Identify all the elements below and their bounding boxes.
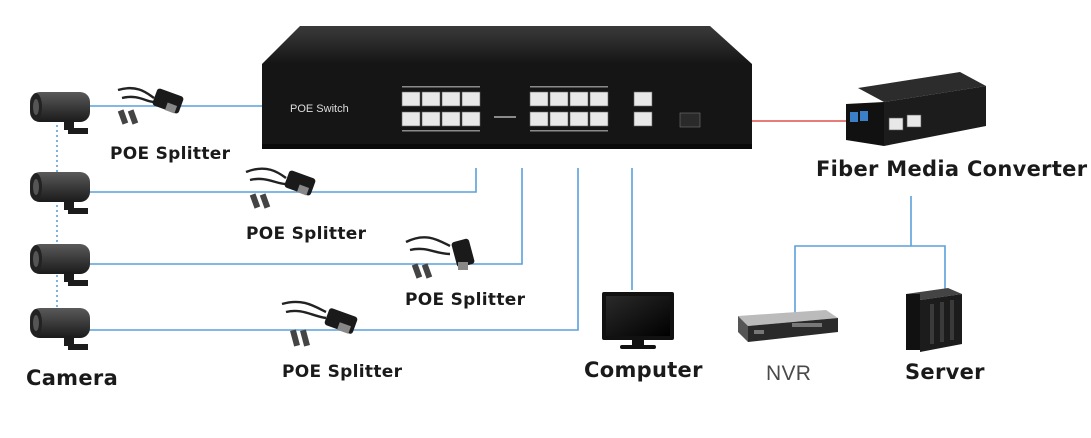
splitter-label-1: POE Splitter [110,144,231,164]
switch-port-group-left [401,91,481,127]
poe-splitter-3 [405,236,475,279]
fiber-media-converter [846,72,986,146]
switch-port-leds [402,86,608,132]
splitter-label-3: POE Splitter [405,290,526,310]
splitter-label-2: POE Splitter [246,224,367,244]
poe-switch: POE Switch [262,26,752,149]
computer-monitor [602,292,674,349]
server-label: Server [905,360,985,384]
switch-uplink-ports [633,91,653,127]
link-camera3-switch [88,168,523,265]
poe-splitter-2 [245,167,316,209]
poe-splitter-1 [117,86,184,125]
nvr-label: NVR [766,362,812,385]
camera-label: Camera [26,366,119,390]
camera-1 [30,92,90,134]
fiber-converter-label: Fiber Media Converter [816,157,1088,181]
connection-lines [56,105,946,331]
computer-label: Computer [584,358,703,382]
switch-label: POE Switch [290,103,349,115]
splitter-label-4: POE Splitter [282,362,403,382]
link-camera2-switch [88,168,477,193]
nvr-device [738,310,838,342]
link-nvr-branch [794,245,946,314]
switch-port-group-right [529,91,609,127]
camera-2 [30,172,90,214]
camera-4 [30,308,90,350]
switch-sfp-slot [679,112,701,128]
link-camera4-switch [88,168,579,331]
camera-3 [30,244,90,286]
server-rack [906,288,962,352]
poe-splitter-4 [281,300,358,347]
